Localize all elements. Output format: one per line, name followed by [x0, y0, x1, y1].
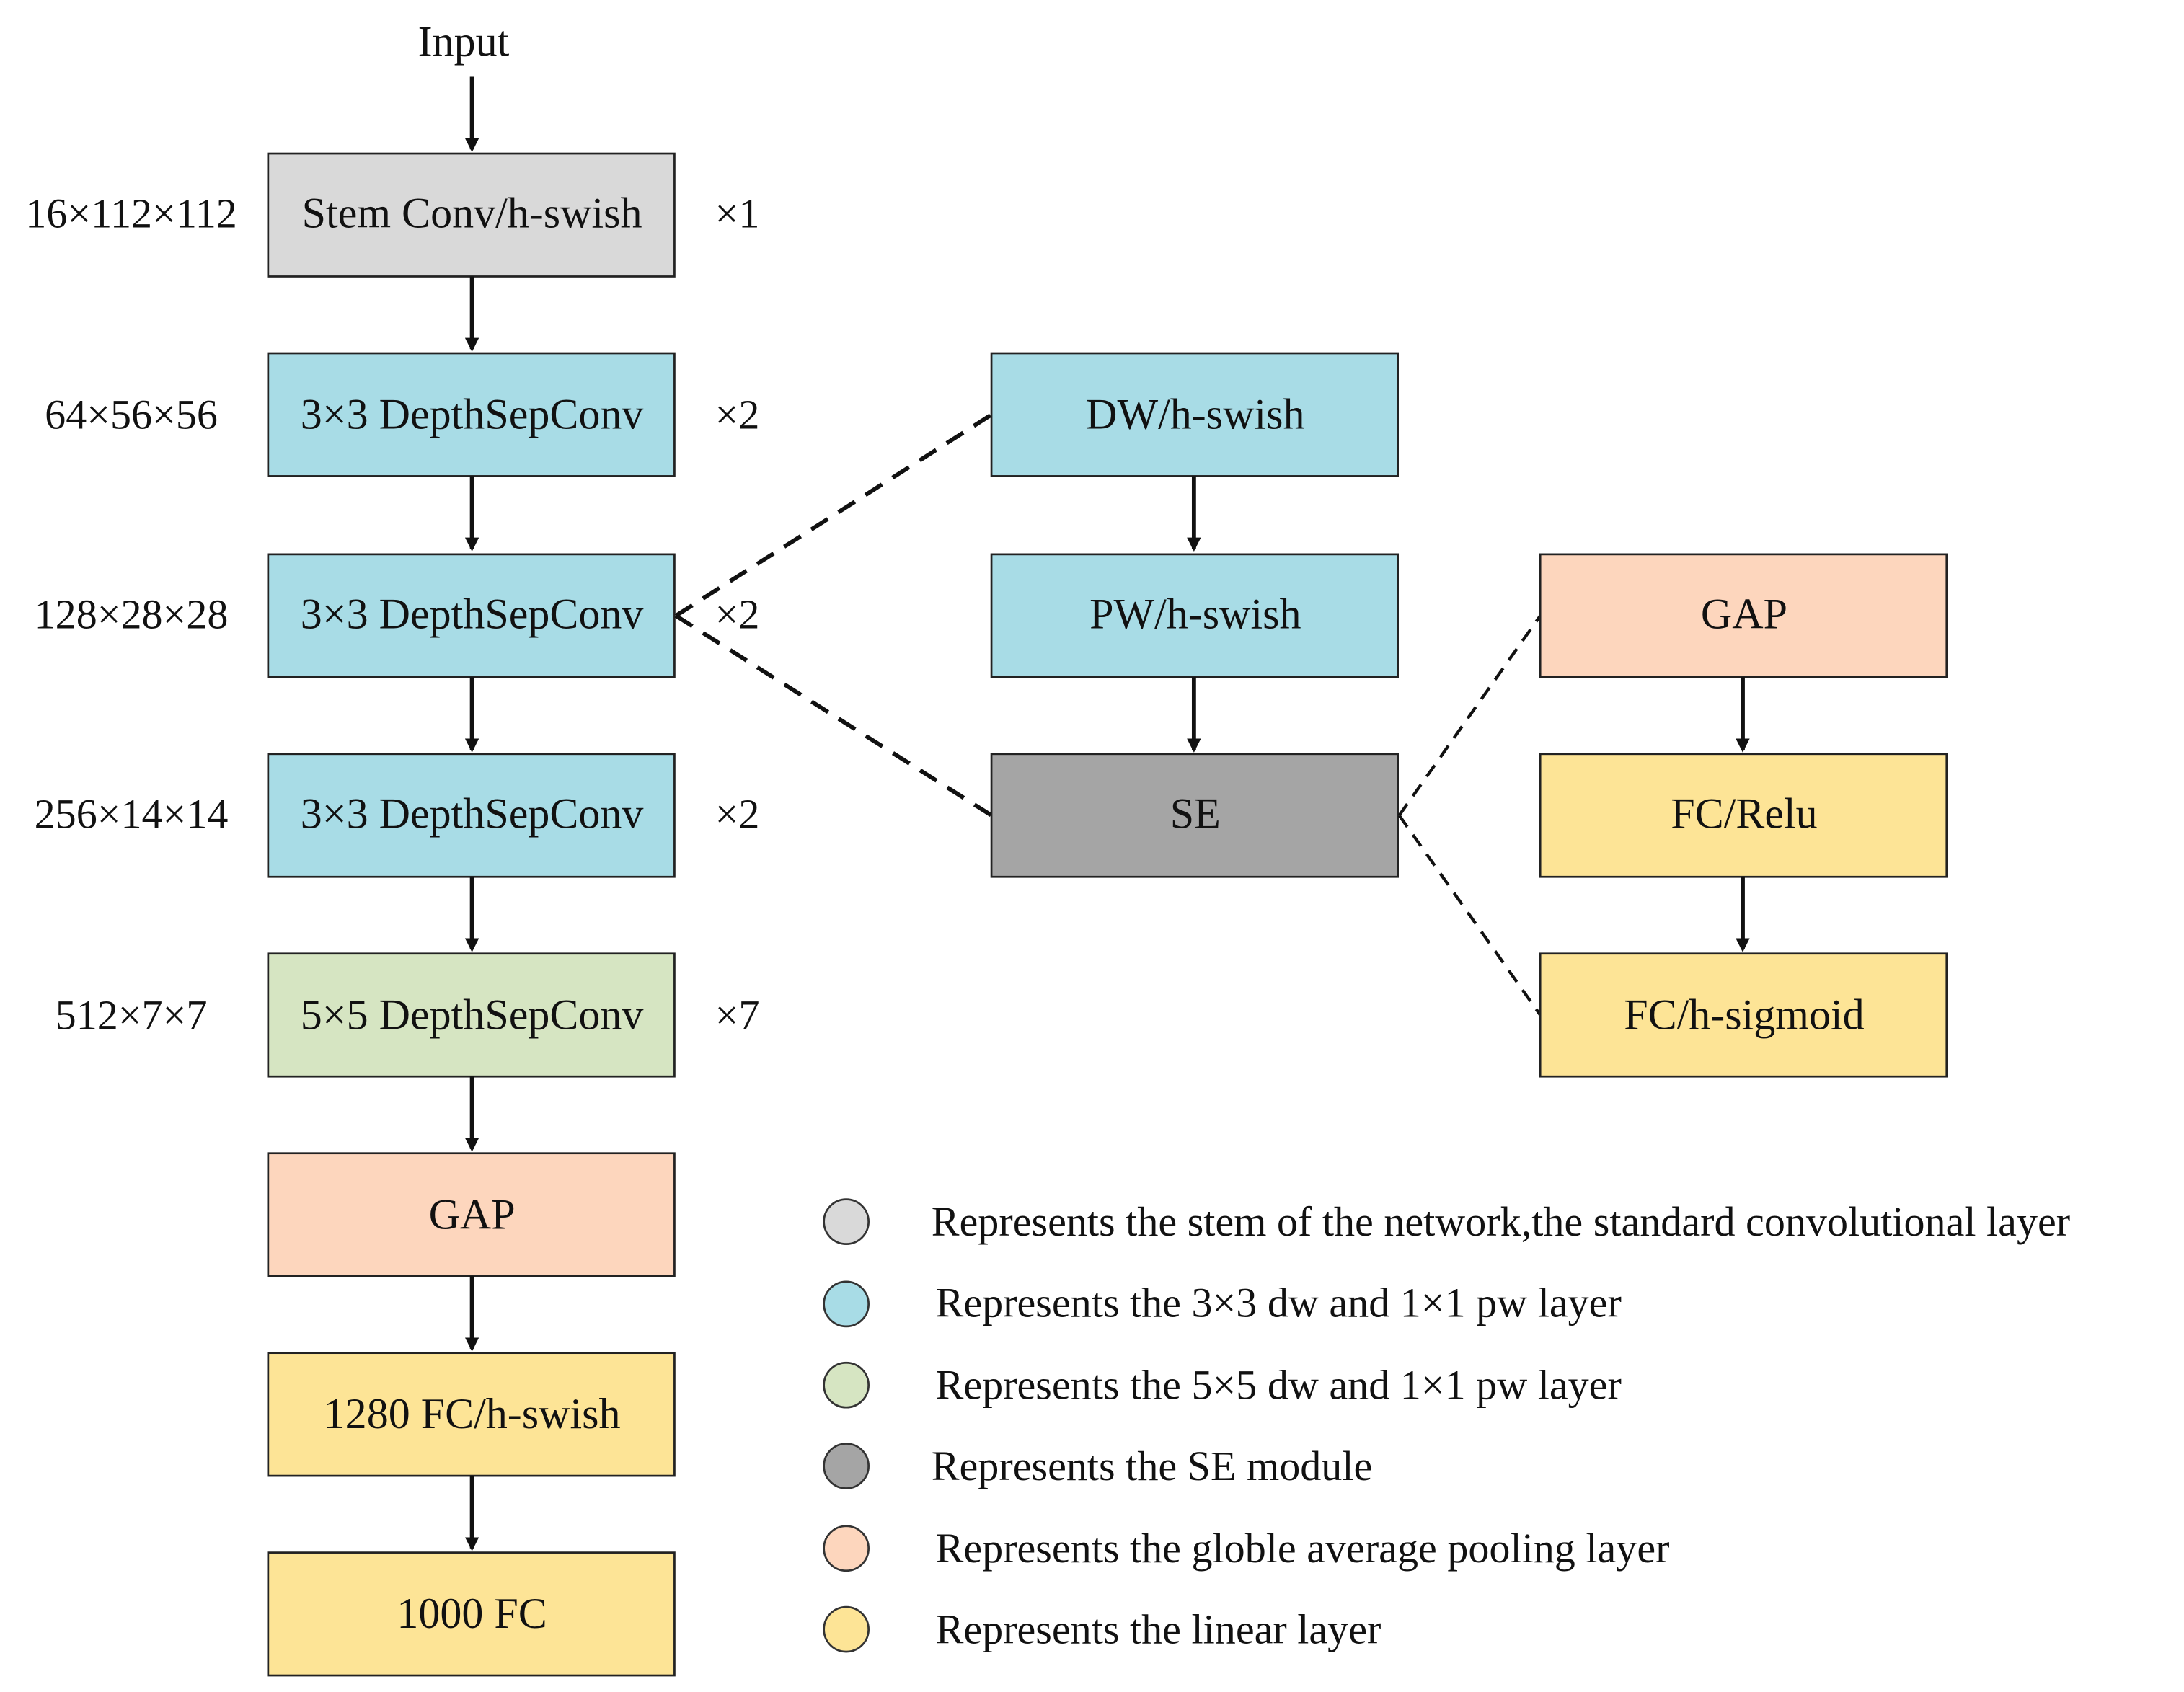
legend-text-se: Represents the SE module	[932, 1443, 1373, 1489]
depthsep-shape-2: 128×28×28	[35, 591, 229, 638]
depthsep-label-2: 3×3 DepthSepConv	[301, 590, 645, 638]
legend: Represents the stem of the network,the s…	[823, 1198, 2070, 1653]
legend-text-linear: Represents the linear layer	[936, 1605, 1381, 1652]
se-gap-box	[1539, 553, 1948, 678]
depthsep5-box	[267, 952, 676, 1078]
depthsep-shape-3: 256×14×14	[35, 790, 229, 837]
fc-relu-label: FC/Relu	[1671, 789, 1817, 837]
depthsep-box-2	[267, 553, 676, 678]
stem-shape: 16×112×112	[25, 190, 237, 237]
legend-item-se: Represents the SE module	[823, 1443, 1373, 1489]
main-block-7: 1000 FC	[267, 1551, 676, 1677]
fc-hsigmoid-label: FC/h-sigmoid	[1624, 991, 1865, 1038]
depthsep5-label: 5×5 DepthSepConv	[301, 991, 645, 1038]
fc1000-box	[267, 1551, 676, 1677]
legend-text-gap: Represents the globle average pooling la…	[936, 1525, 1670, 1572]
main-block-4: 5×5 DepthSepConv 512×7×7 ×7	[56, 952, 760, 1078]
fc-hsigmoid-box	[1539, 952, 1948, 1078]
detail-block-2: SE	[990, 753, 1399, 878]
fc1280-box	[267, 1352, 676, 1477]
detail-block-0: DW/h-swish	[990, 352, 1399, 477]
legend-swatch-3x3	[823, 1280, 870, 1328]
pw-label: PW/h-swish	[1089, 590, 1301, 638]
fc1280-label: 1280 FC/h-swish	[324, 1390, 621, 1438]
legend-item-linear: Represents the linear layer	[823, 1605, 1381, 1653]
main-block-1: 3×3 DepthSepConv 64×56×56 ×2	[45, 352, 760, 477]
depthsep-label-1: 3×3 DepthSepConv	[301, 391, 645, 438]
main-block-6: 1280 FC/h-swish	[267, 1352, 676, 1477]
gap-box	[267, 1152, 676, 1277]
legend-text-3x3: Represents the 3×3 dw and 1×1 pw layer	[936, 1279, 1622, 1326]
main-block-0: Stem Conv/h-swish 16×112×112 ×1	[25, 152, 760, 278]
legend-swatch-5x5	[823, 1361, 870, 1409]
expand-line-bottom	[674, 614, 993, 818]
detail-block-1: PW/h-swish	[990, 553, 1399, 678]
depthsep-box-3	[267, 753, 676, 878]
stem-repeat: ×1	[715, 190, 760, 237]
stem-label: Stem Conv/h-swish	[302, 190, 642, 237]
legend-text-stem: Represents the stem of the network,the s…	[932, 1198, 2070, 1245]
se-block-0: GAP	[1539, 553, 1948, 678]
se-expand-line-bottom	[1397, 814, 1542, 1016]
expand-line-top	[674, 412, 993, 618]
depthsep-repeat-1: ×2	[715, 391, 760, 438]
pw-box	[990, 553, 1399, 678]
se-block-2: FC/h-sigmoid	[1539, 952, 1948, 1078]
stem-box	[267, 152, 676, 278]
dw-box	[990, 352, 1399, 477]
depthsep5-shape: 512×7×7	[56, 991, 208, 1038]
depthsep-repeat-2: ×2	[715, 591, 760, 638]
input-label: Input	[418, 17, 510, 65]
dw-label: DW/h-swish	[1086, 391, 1304, 438]
depthsep5-repeat: ×7	[715, 991, 760, 1038]
main-block-3: 3×3 DepthSepConv 256×14×14 ×2	[35, 753, 760, 878]
legend-item-3x3: Represents the 3×3 dw and 1×1 pw layer	[823, 1279, 1622, 1328]
legend-swatch-linear	[823, 1605, 870, 1653]
fc-relu-box	[1539, 753, 1948, 878]
gap-label: GAP	[429, 1190, 516, 1238]
legend-text-5x5: Represents the 5×5 dw and 1×1 pw layer	[936, 1362, 1622, 1409]
main-block-5: GAP	[267, 1152, 676, 1277]
se-gap-label: GAP	[1701, 590, 1787, 638]
depthsep-shape-1: 64×56×56	[45, 391, 218, 438]
se-box	[990, 753, 1399, 878]
se-expand-line-top	[1397, 614, 1542, 817]
se-block-1: FC/Relu	[1539, 753, 1948, 878]
legend-item-stem: Represents the stem of the network,the s…	[823, 1198, 2070, 1245]
depthsep-box-1	[267, 352, 676, 477]
legend-swatch-gap	[823, 1525, 870, 1572]
depthsep-label-3: 3×3 DepthSepConv	[301, 789, 645, 837]
legend-item-5x5: Represents the 5×5 dw and 1×1 pw layer	[823, 1361, 1622, 1409]
fc1000-label: 1000 FC	[397, 1590, 547, 1637]
se-label: SE	[1170, 789, 1221, 837]
legend-swatch-stem	[823, 1198, 870, 1245]
main-block-2: 3×3 DepthSepConv 128×28×28 ×2	[35, 553, 760, 678]
depthsep-repeat-3: ×2	[715, 790, 760, 837]
legend-swatch-se	[823, 1443, 870, 1489]
legend-item-gap: Represents the globle average pooling la…	[823, 1525, 1670, 1572]
